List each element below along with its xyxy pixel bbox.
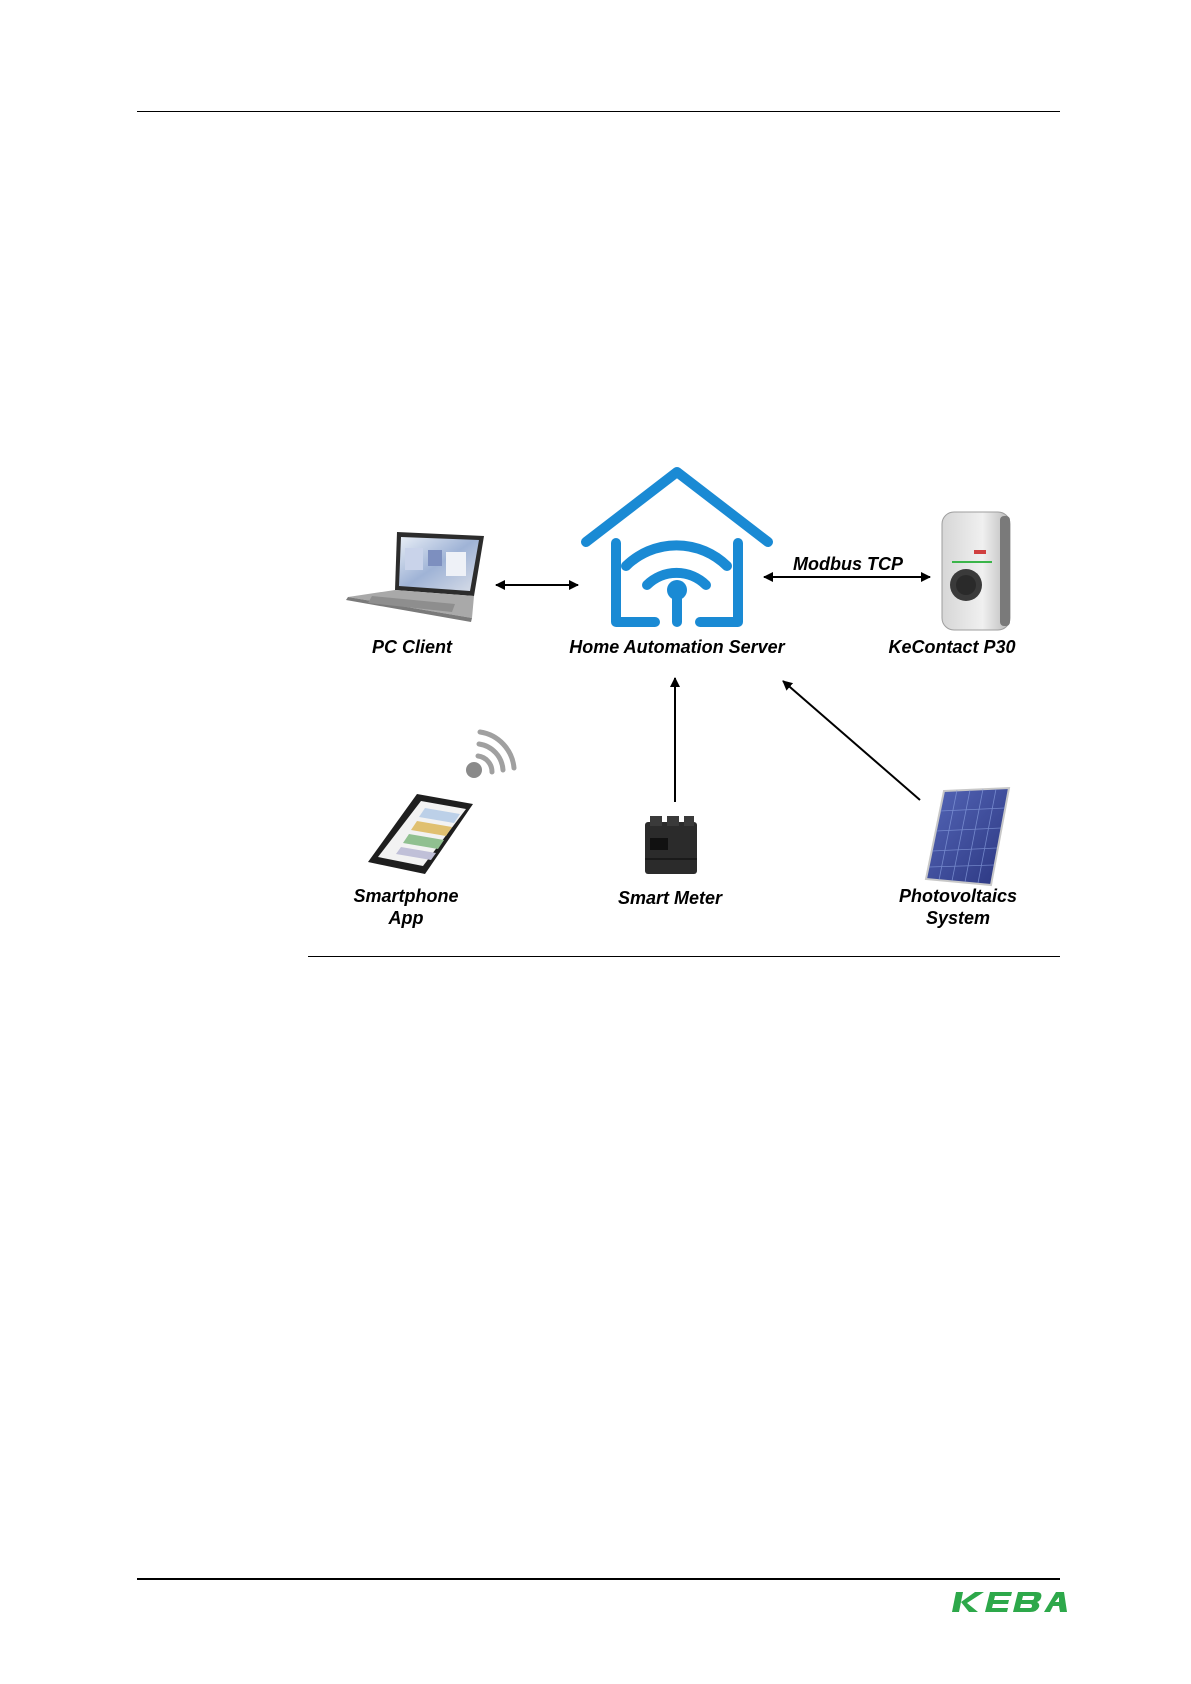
- smartphone-icon: [368, 794, 473, 874]
- modbus-tcp-label: Modbus TCP: [778, 553, 918, 575]
- smart-meter-icon: [645, 816, 697, 874]
- smartphone-label: Smartphone App: [336, 885, 476, 929]
- pv-label: Photovoltaics System: [880, 885, 1036, 929]
- server-label: Home Automation Server: [552, 636, 802, 658]
- wireless-signal-icon: [478, 732, 514, 772]
- smart-meter-label: Smart Meter: [600, 887, 740, 909]
- wallbox-icon: [942, 512, 1010, 630]
- pv-label-line1: Photovoltaics: [880, 885, 1036, 907]
- solar-panel-icon: [926, 788, 1009, 885]
- pc-client-label: PC Client: [342, 636, 482, 658]
- signal-dot-icon: [466, 762, 482, 778]
- laptop-icon: [346, 532, 484, 622]
- wallbox-label: KeContact P30: [872, 636, 1032, 658]
- smartphone-label-line2: App: [336, 907, 476, 929]
- pv-label-line2: System: [880, 907, 1036, 929]
- pv-server-arrow: [783, 681, 920, 800]
- keba-logo: [952, 1592, 1067, 1612]
- wifi-dot-icon: [667, 580, 687, 600]
- smartphone-label-line1: Smartphone: [336, 885, 476, 907]
